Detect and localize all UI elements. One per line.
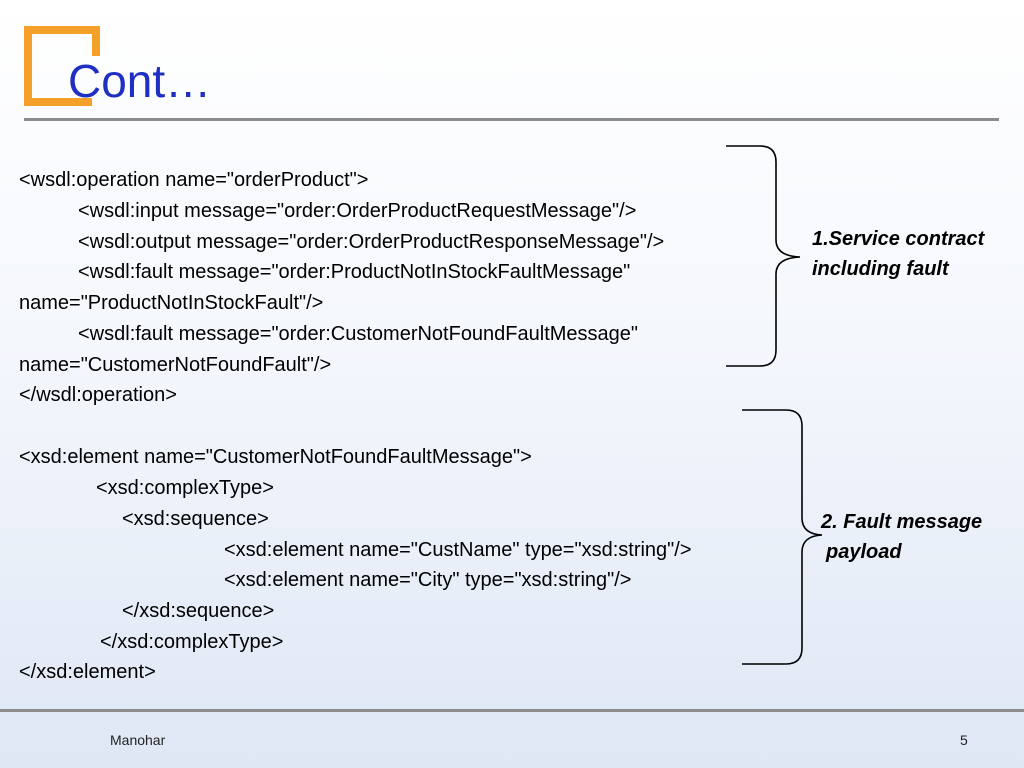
- code-line: <wsdl:output message="order:OrderProduct…: [78, 231, 665, 253]
- code-line: </xsd:element>: [19, 661, 156, 683]
- service-contract-brace-icon: [726, 145, 801, 367]
- annotation-service-contract-line1: 1.Service contract: [812, 228, 985, 250]
- code-line: name="CustomerNotFoundFault"/>: [19, 354, 332, 376]
- fault-payload-brace-icon: [742, 409, 823, 665]
- annotation-fault-payload-line1: 2. Fault message: [821, 511, 983, 533]
- annotation-fault-payload-line2: payload: [826, 541, 902, 563]
- code-line: <wsdl:operation name="orderProduct">: [19, 169, 369, 191]
- code-line: </wsdl:operation>: [19, 384, 177, 406]
- code-line: <xsd:element name="CustName" type="xsd:s…: [224, 539, 692, 561]
- footer-divider: [0, 709, 1024, 712]
- code-line: <xsd:sequence>: [122, 508, 269, 530]
- code-line: </xsd:sequence>: [122, 600, 275, 622]
- code-line: name="ProductNotInStockFault"/>: [19, 292, 324, 314]
- title-divider: [24, 118, 999, 121]
- annotation-service-contract-line2: including fault: [812, 258, 949, 280]
- code-line: <wsdl:input message="order:OrderProductR…: [78, 200, 637, 222]
- code-line: </xsd:complexType>: [100, 631, 284, 653]
- code-line: <wsdl:fault message="order:CustomerNotFo…: [78, 323, 639, 345]
- page-number: 5: [960, 732, 968, 748]
- footer-author: Manohar: [110, 732, 166, 748]
- code-line: <wsdl:fault message="order:ProductNotInS…: [78, 261, 631, 283]
- code-line: <xsd:element name="City" type="xsd:strin…: [224, 569, 632, 591]
- title-bracket-icon: [24, 26, 100, 106]
- code-line: <xsd:complexType>: [96, 477, 274, 499]
- slide-title: Cont…: [68, 55, 212, 107]
- code-line: <xsd:element name="CustomerNotFoundFault…: [19, 446, 532, 468]
